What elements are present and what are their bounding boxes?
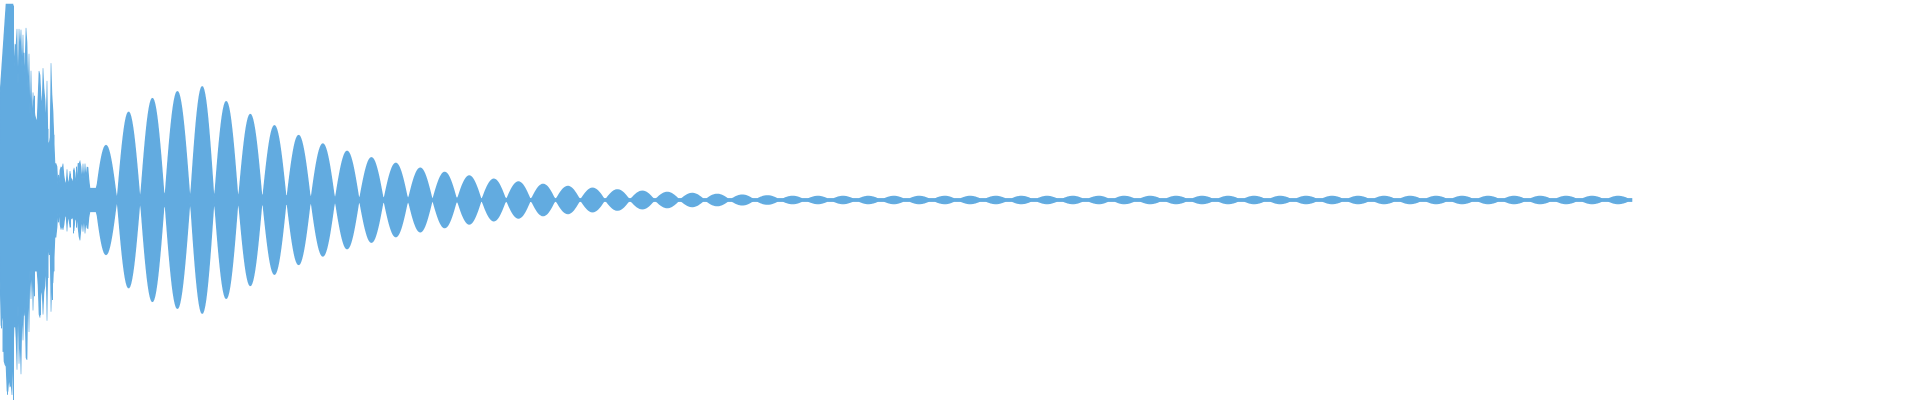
- waveform-shape: [0, 3, 1633, 396]
